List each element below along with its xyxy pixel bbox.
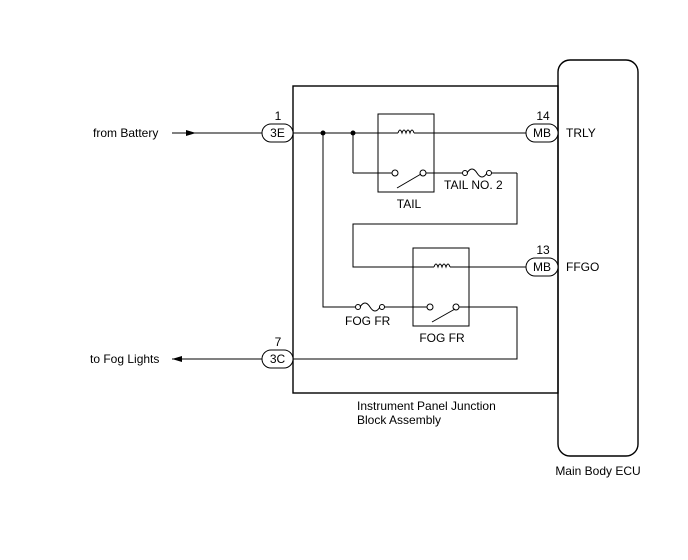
connector-mb-trly [525,123,559,143]
tail-switch-contact-1 [391,169,399,177]
junction-block-outline [292,85,559,394]
fog-fr-fuse [359,302,381,312]
connector-3c-code: 3C [270,352,286,366]
tail-no2-fuse-label: TAIL NO. 2 [444,178,503,192]
fog-output-wire [293,306,518,360]
tail-relay-label: TAIL [397,197,422,211]
connector-3e-code: 3E [270,126,285,140]
fog-relay-box [412,247,470,327]
to-fog-lights-label: to Fog Lights [90,352,159,366]
connector-ffgo-pin: 13 [536,243,550,257]
fog-fr-fuse-label: FOG FR [345,314,391,328]
junction-block-label-line2: Block Assembly [357,413,441,427]
main-body-ecu-label: Main Body ECU [555,464,640,478]
tail-fuse-end-1 [462,170,468,176]
trly-signal-label: TRLY [566,126,596,140]
connector-mb-ffgo-code: MB [533,260,551,274]
from-battery-label: from Battery [93,126,158,140]
junction-block-label-line1: Instrument Panel Junction [357,399,496,413]
tail-fuse-end-2 [486,170,492,176]
tail-no2-fuse [466,168,488,178]
main-body-ecu-outline [557,59,639,457]
fog-switch-contact-1 [426,303,434,311]
tail-relay-coil [397,129,415,135]
fog-branch-wire [322,133,355,308]
connector-mb-ffgo [525,257,559,277]
tail-switch-blade [396,173,422,189]
fog-relay-coil-feed [352,173,518,268]
connector-mb-trly-code: MB [533,126,551,140]
ffgo-signal-label: FFGO [566,260,599,274]
fog-fuse-end-1 [355,304,361,310]
connector-3c-pin: 7 [275,335,282,349]
connector-trly-pin: 14 [536,109,550,123]
tail-relay-box [377,113,435,193]
connector-3e-pin: 1 [275,109,282,123]
fog-switch-blade [431,308,456,323]
fog-fuse-end-2 [379,304,385,310]
fog-relay-coil [433,263,451,269]
tail-switch-contact-2 [419,169,427,177]
fog-relay-label: FOG FR [419,331,465,345]
